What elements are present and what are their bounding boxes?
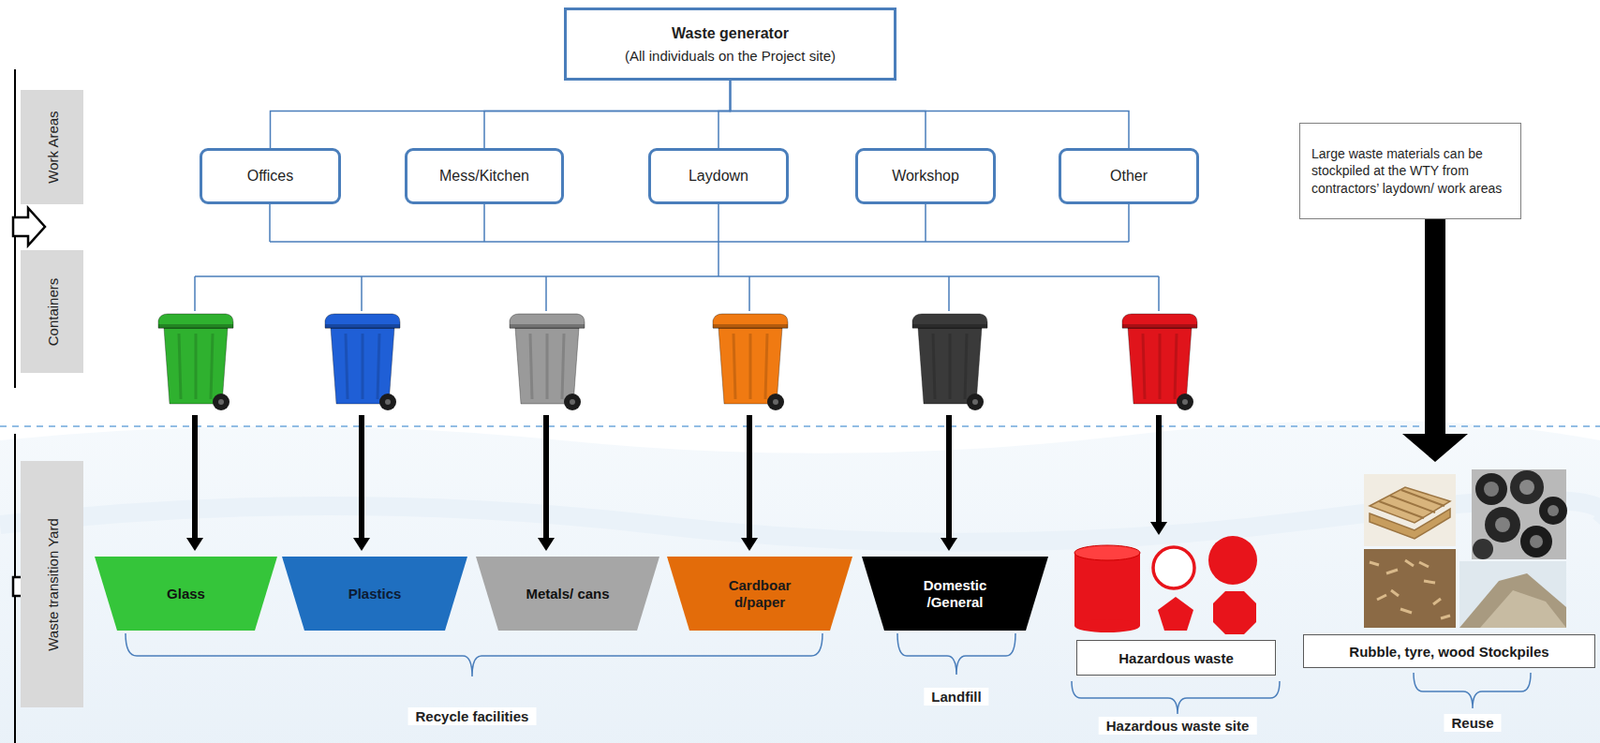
skip-bin: Glass — [94, 556, 278, 631]
stage-band: Work Areas — [20, 89, 84, 205]
caption-box: Hazardous waste — [1076, 639, 1276, 676]
tree-connector — [270, 80, 731, 149]
skip-bin: Domestic /General — [861, 556, 1049, 631]
stage-band: Containers — [20, 250, 84, 373]
node-text: Cardboar d/paper — [717, 577, 802, 611]
group-label: Reuse — [1443, 713, 1501, 732]
node-text: Glass — [166, 585, 206, 603]
node-text: Containers — [44, 277, 60, 346]
tree-connector — [730, 80, 1130, 149]
connector-line — [718, 80, 731, 149]
connector-line — [484, 80, 731, 149]
grey-bin — [509, 313, 585, 411]
pallet-picture — [1363, 474, 1456, 547]
group-label: Hazardous waste site — [1098, 716, 1258, 735]
tree-connector — [730, 80, 927, 149]
wood-picture — [1363, 548, 1456, 628]
green-bin — [158, 313, 234, 411]
node-text: Laydown — [688, 167, 749, 185]
node-text: Plastics — [348, 585, 402, 603]
hazard-symbols — [1074, 535, 1258, 635]
node-text: Workshop — [891, 167, 960, 185]
note-box: Large waste materials can be stockpiled … — [1299, 122, 1522, 220]
stage-band: Waste transition Yard — [20, 460, 84, 708]
caption-box: Rubble, tyre, wood Stockpiles — [1303, 634, 1596, 668]
tree-connector — [718, 80, 731, 149]
stage-arrow — [13, 207, 45, 246]
tyre-picture — [1471, 469, 1568, 560]
work-area-box: Offices — [199, 148, 341, 205]
node-text: Work Areas — [44, 110, 60, 183]
trapezoid-fill — [666, 556, 853, 631]
separator-line — [0, 425, 1600, 428]
skip-bin: Metals/ cans — [475, 556, 660, 631]
ground-wave — [0, 500, 1600, 543]
work-area-box: Mess/Kitchen — [404, 148, 564, 205]
skip-bin: Plastics — [281, 556, 468, 631]
work-area-box: Other — [1058, 148, 1200, 205]
node-subtext: (All individuals on the Project site) — [624, 47, 836, 64]
node-text: Waste transition Yard — [44, 518, 60, 651]
node-text: Hazardous waste — [1118, 650, 1234, 667]
blue-bin — [325, 313, 400, 411]
red-bin — [1122, 313, 1198, 411]
trapezoid-fill — [861, 556, 1049, 631]
node-text: Large waste materials can be stockpiled … — [1311, 145, 1510, 197]
node-text: Domestic /General — [913, 577, 998, 611]
work-area-box: Workshop — [855, 148, 996, 205]
bin-arrows — [186, 414, 1168, 551]
node-text: Mess/Kitchen — [439, 167, 530, 185]
trapezoid-fill — [94, 556, 278, 631]
connector-line — [730, 80, 1130, 149]
black-bin — [912, 313, 988, 411]
node-text: Other — [1110, 167, 1148, 185]
trapezoid-fill — [281, 556, 468, 631]
sand-picture — [1459, 561, 1567, 628]
skip-bin: Cardboar d/paper — [666, 556, 853, 631]
node-text: Rubble, tyre, wood Stockpiles — [1348, 643, 1549, 660]
orange-bin — [712, 313, 788, 411]
connector-line — [730, 80, 927, 149]
connector-line — [270, 80, 731, 149]
group-label: Recycle facilities — [408, 707, 537, 726]
work-area-box: Laydown — [648, 148, 789, 205]
source-box: Waste generator (All individuals on the P… — [563, 7, 897, 81]
tree-connector — [484, 80, 731, 149]
callout-arrow — [1402, 219, 1468, 462]
node-text: Offices — [247, 167, 295, 185]
ground — [0, 420, 1600, 743]
trapezoid-fill — [475, 556, 660, 631]
merge-lines — [194, 204, 1159, 312]
node-text: Waste generator — [671, 25, 789, 43]
node-text: Metals/ cans — [525, 585, 609, 603]
group-label: Landfill — [923, 687, 989, 706]
